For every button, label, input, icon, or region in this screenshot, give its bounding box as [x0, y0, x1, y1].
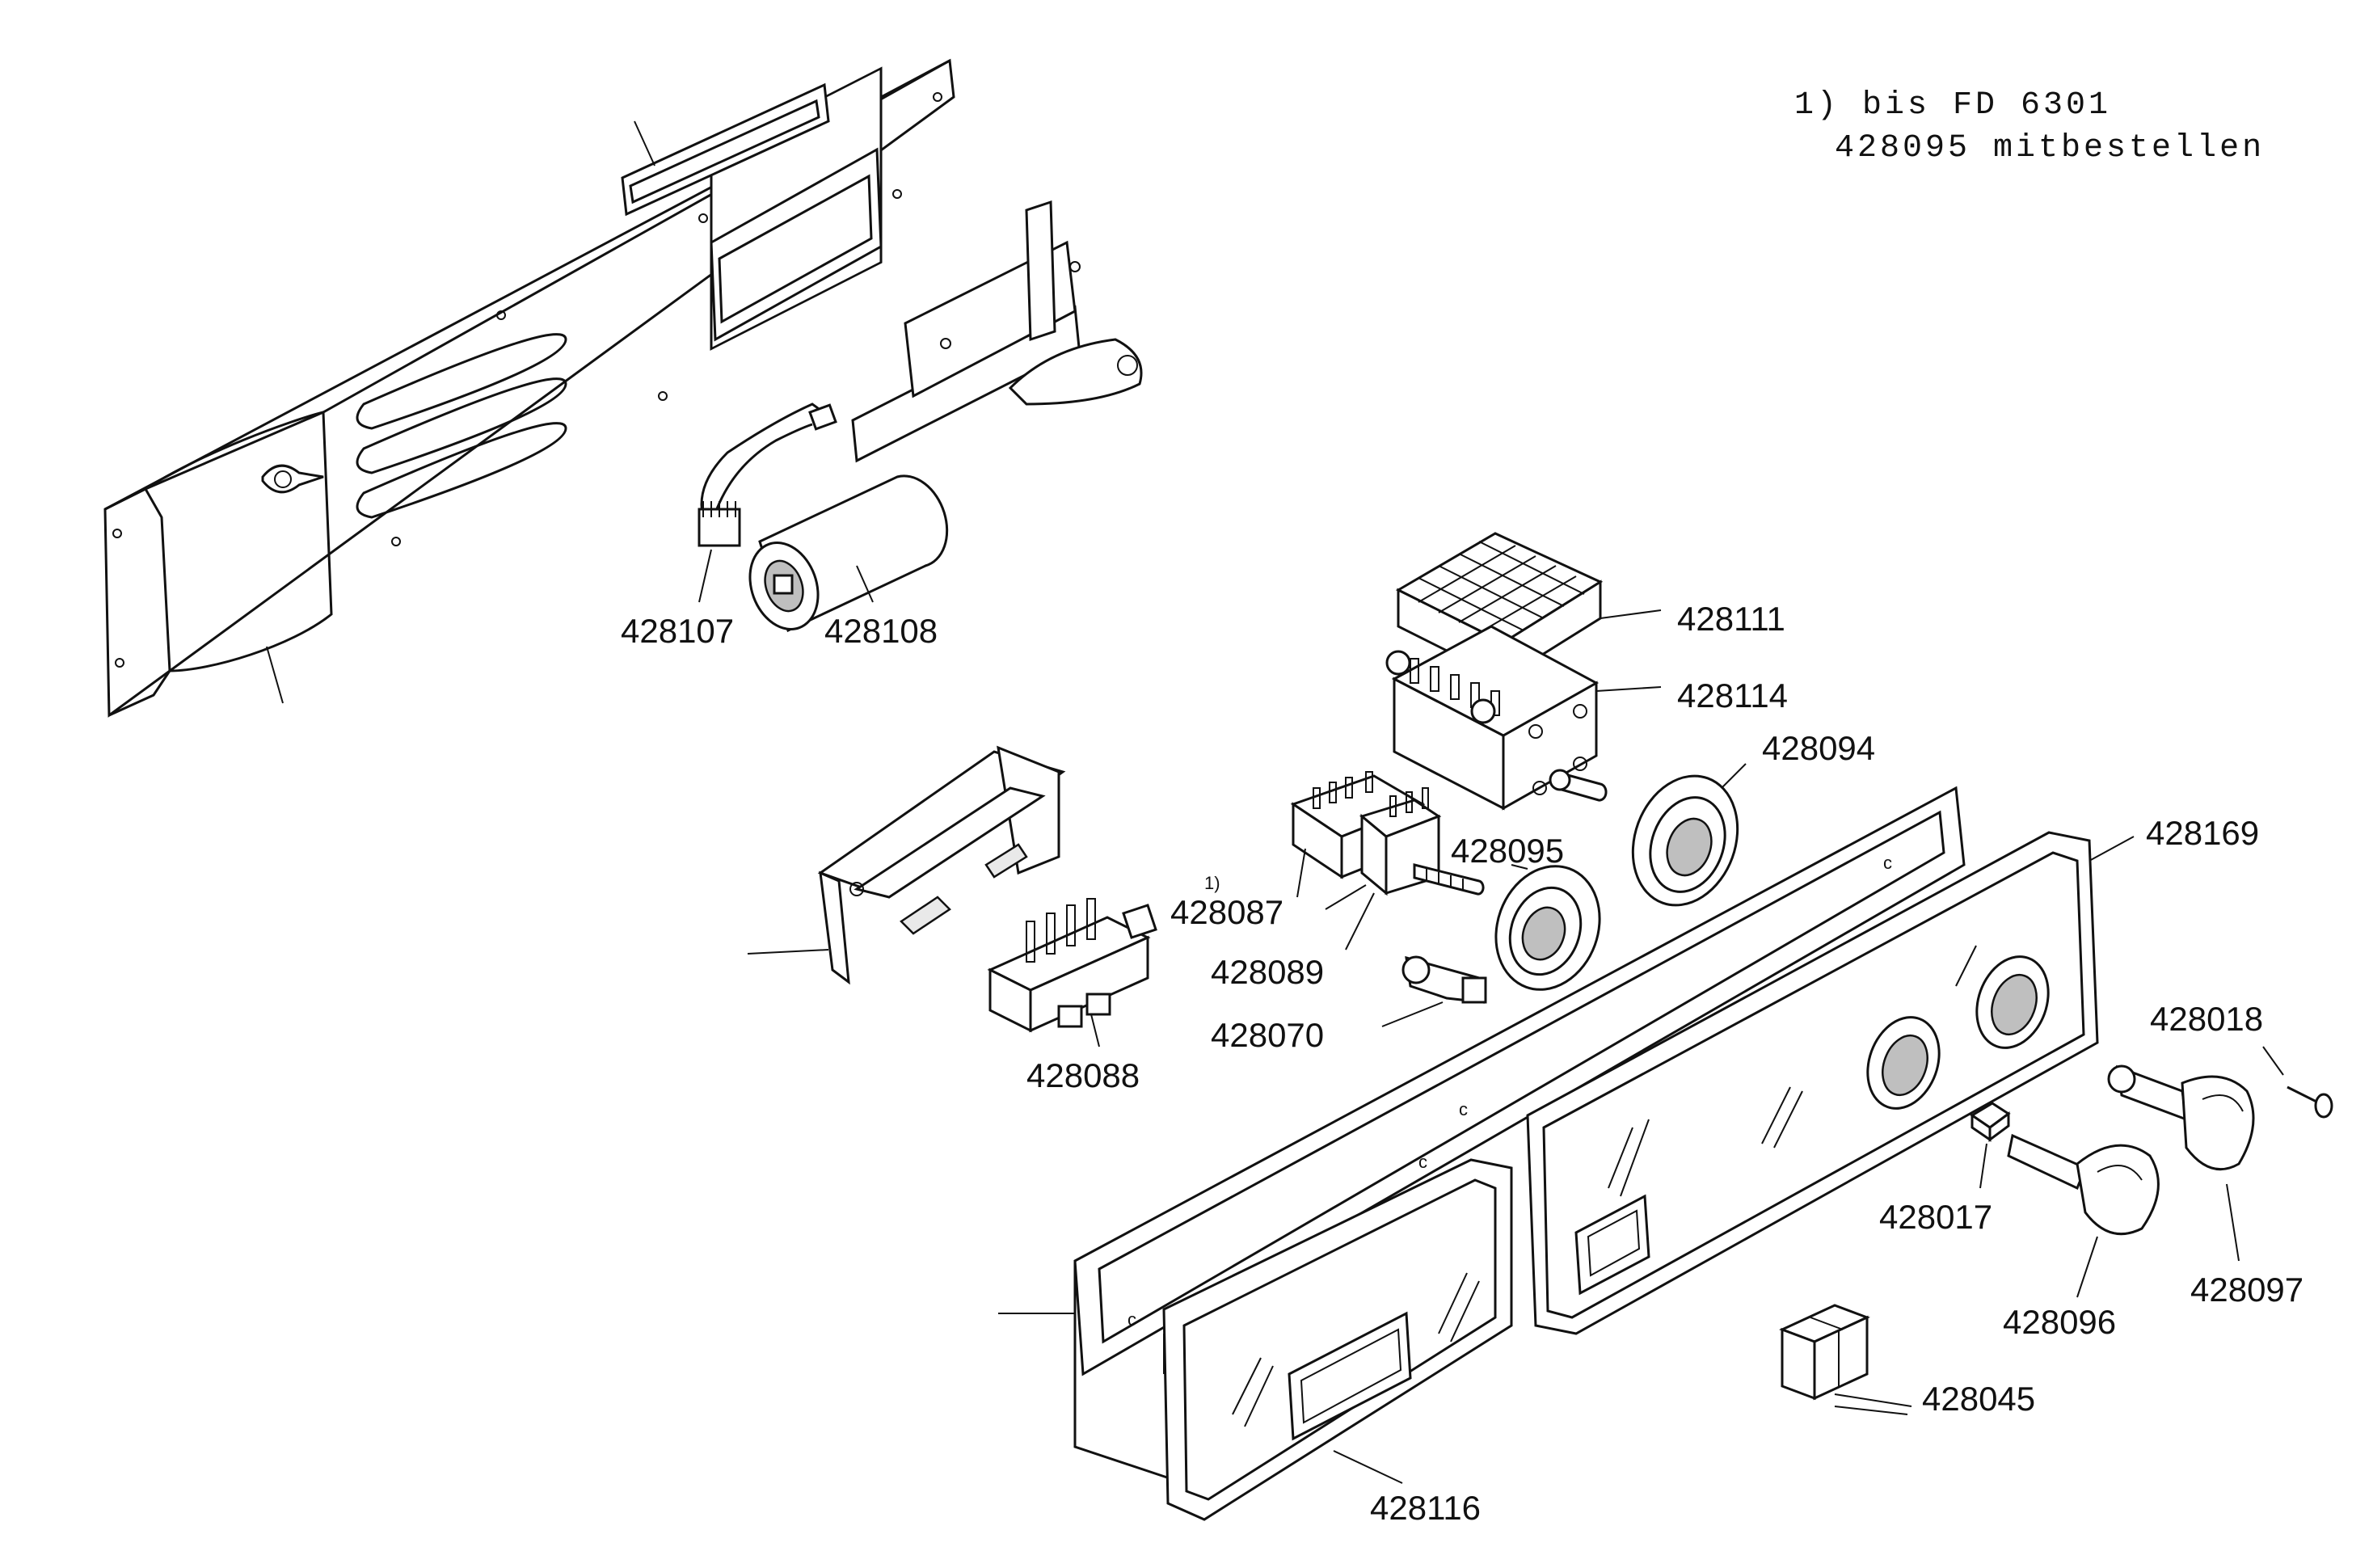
capacitor-connector	[698, 403, 837, 547]
push-buttons	[1779, 1304, 1870, 1401]
indicator-cap	[1970, 1102, 2011, 1142]
label-428097: 428097	[2190, 1271, 2303, 1309]
label-428116: 428116	[1370, 1489, 1481, 1527]
knob-selector	[2007, 1133, 2160, 1236]
knob-ring-small	[1494, 865, 1601, 991]
label-428088: 428088	[1026, 1056, 1140, 1094]
label-428108: 428108	[824, 612, 938, 650]
control-panel-glass	[1526, 831, 2099, 1335]
shaft-extension	[1401, 955, 1487, 1004]
svg-text:c: c	[1883, 853, 1892, 873]
knob-ring-large	[1631, 774, 1739, 907]
program-timer	[1385, 532, 1608, 811]
label-428089: 428089	[1211, 953, 1324, 991]
footnote-marker-428087: 1)	[1204, 873, 1220, 893]
fascia-frame: c c c c	[1073, 786, 1966, 1481]
screw	[2287, 1085, 2333, 1119]
footnote-line-2: 428095 mitbestellen	[1835, 130, 2265, 166]
svg-text:c: c	[1459, 1099, 1468, 1119]
label-428096: 428096	[2003, 1303, 2116, 1341]
label-428111: 428111	[1677, 600, 1785, 638]
label-428094: 428094	[1762, 729, 1875, 767]
knob-timer	[2107, 1064, 2255, 1171]
mounting-bracket	[851, 200, 1143, 463]
svg-text:c: c	[1418, 1152, 1427, 1172]
rotary-switch	[1290, 771, 1485, 896]
rear-control-panel	[103, 58, 955, 718]
label-428018: 428018	[2150, 1000, 2263, 1038]
switch-holder	[817, 745, 1066, 985]
footnote-line-1: 1) bis FD 6301	[1794, 87, 2111, 124]
label-428087: 428087	[1170, 893, 1283, 931]
label-428114: 428114	[1677, 677, 1788, 714]
label-428045: 428045	[1922, 1380, 2035, 1418]
display-window-panel	[1162, 1158, 1513, 1521]
svg-text:c: c	[1127, 1309, 1136, 1330]
terminal-block	[987, 898, 1157, 1033]
label-428169: 428169	[2146, 814, 2259, 852]
label-428070: 428070	[1211, 1016, 1324, 1054]
label-428095: 428095	[1451, 832, 1564, 870]
label-428107: 428107	[621, 612, 734, 650]
label-428017: 428017	[1879, 1198, 1992, 1236]
capacitor	[748, 474, 949, 633]
